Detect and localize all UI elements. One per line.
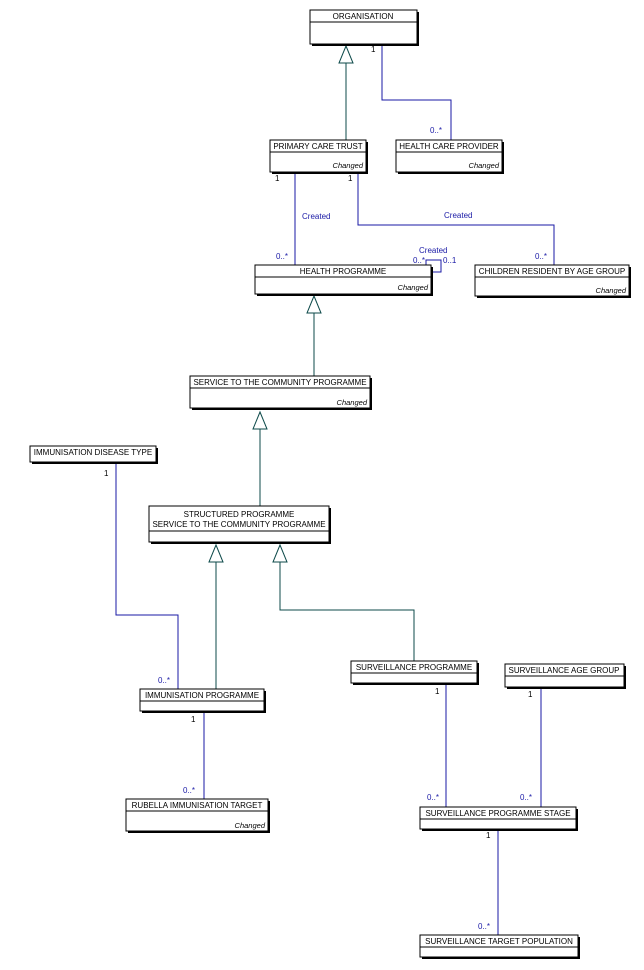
- mult-sag-sps-target: 0..*: [520, 793, 532, 802]
- class-surveillance-age-group-name: SURVEILLANCE AGE GROUP: [509, 666, 620, 675]
- class-rubella-immunisation-target[interactable]: RUBELLA IMMUNISATION TARGET Changed: [125, 798, 270, 833]
- class-surveillance-target-population-name: SURVEILLANCE TARGET POPULATION: [425, 937, 573, 946]
- mult-org-hcp-target: 0..*: [430, 126, 442, 135]
- class-health-care-provider-name: HEALTH CARE PROVIDER: [399, 142, 499, 151]
- class-children-resident-name: CHILDREN RESIDENT BY AGE GROUP: [479, 267, 625, 276]
- mult-ip-rubella-target: 0..*: [183, 786, 195, 795]
- role-pct-hp: Created: [302, 212, 330, 221]
- class-health-care-provider-note: Changed: [469, 161, 500, 170]
- generalization-arrow-organisation: [338, 44, 354, 64]
- class-immunisation-disease-type[interactable]: IMMUNISATION DISEASE TYPE: [29, 445, 158, 464]
- class-structured-programme-name-line1: STRUCTURED PROGRAMME: [184, 510, 295, 519]
- class-rubella-target-name: RUBELLA IMMUNISATION TARGET: [132, 801, 263, 810]
- generalization-arrow-structured-1: [208, 543, 224, 563]
- mult-sps-stp-target: 0..*: [478, 922, 490, 931]
- role-pct-children: Created: [444, 211, 472, 220]
- generalization-arrow-service-community: [252, 410, 268, 430]
- generalization-lines: [208, 44, 415, 689]
- class-service-community-note: Changed: [337, 398, 368, 407]
- mult-pct-hp-target: 0..*: [276, 252, 288, 261]
- generalization-arrow-structured-2: [272, 543, 288, 563]
- class-surveillance-age-group[interactable]: SURVEILLANCE AGE GROUP: [504, 663, 626, 689]
- class-rubella-target-note: Changed: [235, 821, 266, 830]
- mult-sag-sps-source: 1: [528, 690, 533, 699]
- class-health-care-provider[interactable]: HEALTH CARE PROVIDER Changed: [395, 139, 504, 174]
- class-health-programme-name: HEALTH PROGRAMME: [300, 267, 387, 276]
- class-health-programme[interactable]: HEALTH PROGRAMME Changed: [254, 264, 433, 296]
- class-primary-care-trust-note: Changed: [333, 161, 364, 170]
- class-children-resident-by-age-group[interactable]: CHILDREN RESIDENT BY AGE GROUP Changed: [474, 264, 631, 298]
- class-surveillance-programme[interactable]: SURVEILLANCE PROGRAMME: [350, 660, 479, 685]
- mult-hp-self-b: 0..1: [443, 256, 457, 265]
- mult-hp-self-a: 0..*: [413, 256, 425, 265]
- mult-pct-hp-source: 1: [275, 174, 280, 183]
- mult-idt-ip-source: 1: [104, 469, 109, 478]
- mult-pct-children-source: 1: [348, 174, 353, 183]
- class-surveillance-programme-stage-name: SURVEILLANCE PROGRAMME STAGE: [425, 809, 570, 818]
- association-labels: 1 0..* 1 Created 0..* 1 Created 0..* Cre…: [104, 45, 547, 931]
- class-structured-programme[interactable]: STRUCTURED PROGRAMME SERVICE TO THE COMM…: [148, 505, 331, 544]
- mult-ip-rubella-source: 1: [191, 715, 196, 724]
- class-organisation-name: ORGANISATION: [333, 12, 394, 21]
- class-service-to-community-programme[interactable]: SERVICE TO THE COMMUNITY PROGRAMME Chang…: [189, 375, 372, 410]
- class-immunisation-disease-type-name: IMMUNISATION DISEASE TYPE: [34, 448, 152, 457]
- class-surveillance-programme-name: SURVEILLANCE PROGRAMME: [356, 663, 472, 672]
- class-service-community-name: SERVICE TO THE COMMUNITY PROGRAMME: [193, 378, 366, 387]
- mult-sp-sps-source: 1: [435, 687, 440, 696]
- class-structured-programme-name-line2: SERVICE TO THE COMMUNITY PROGRAMME: [152, 520, 325, 529]
- class-primary-care-trust-name: PRIMARY CARE TRUST: [273, 142, 362, 151]
- class-primary-care-trust[interactable]: PRIMARY CARE TRUST Changed: [269, 139, 368, 174]
- mult-org-hcp-source: 1: [371, 45, 376, 54]
- mult-idt-ip-target: 0..*: [158, 676, 170, 685]
- class-health-programme-note: Changed: [398, 283, 429, 292]
- mult-pct-children-target: 0..*: [535, 252, 547, 261]
- class-children-resident-note: Changed: [596, 286, 627, 295]
- class-immunisation-programme-name: IMMUNISATION PROGRAMME: [145, 691, 259, 700]
- generalization-arrow-health-programme: [306, 294, 322, 314]
- mult-sp-sps-target: 0..*: [427, 793, 439, 802]
- mult-sps-stp-source: 1: [486, 831, 491, 840]
- role-hp-self: Created: [419, 246, 447, 255]
- class-surveillance-programme-stage[interactable]: SURVEILLANCE PROGRAMME STAGE: [419, 806, 578, 831]
- class-organisation[interactable]: ORGANISATION: [309, 9, 419, 46]
- association-lines: [115, 46, 555, 935]
- class-surveillance-target-population[interactable]: SURVEILLANCE TARGET POPULATION: [419, 934, 580, 959]
- class-immunisation-programme[interactable]: IMMUNISATION PROGRAMME: [139, 688, 266, 713]
